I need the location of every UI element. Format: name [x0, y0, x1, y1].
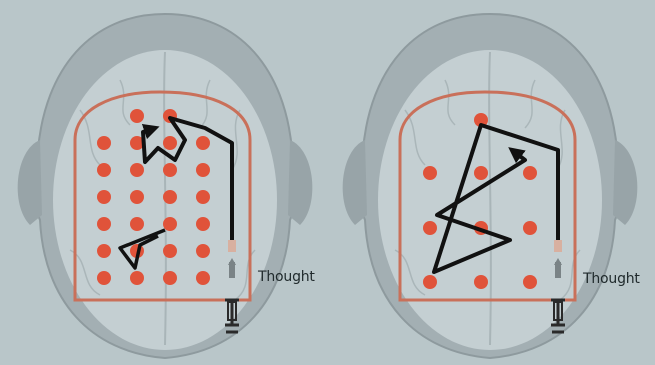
electrode — [474, 275, 488, 289]
electrode — [130, 217, 144, 231]
electrode — [196, 190, 210, 204]
left-panel: Thought — [18, 14, 316, 358]
electrode — [130, 271, 144, 285]
electrode — [423, 166, 437, 180]
electrode — [130, 109, 144, 123]
electrode — [196, 217, 210, 231]
right-panel: Thought — [343, 14, 641, 358]
electrode — [97, 136, 111, 150]
electrode — [523, 221, 537, 235]
electrode — [163, 244, 177, 258]
electrode — [474, 166, 488, 180]
electrode — [163, 217, 177, 231]
electrode — [196, 271, 210, 285]
right-head — [343, 14, 638, 358]
electrode — [196, 136, 210, 150]
left-head — [18, 14, 313, 358]
left-thought-label: Thought — [257, 269, 315, 285]
electrode — [423, 221, 437, 235]
electrode — [523, 275, 537, 289]
electrode — [97, 163, 111, 177]
electrode — [163, 136, 177, 150]
electrode — [97, 244, 111, 258]
electrode — [196, 244, 210, 258]
electrode — [523, 166, 537, 180]
electrode — [163, 271, 177, 285]
right-thought-label: Thought — [582, 271, 640, 287]
electrode — [130, 163, 144, 177]
electrode — [97, 190, 111, 204]
electrode — [163, 190, 177, 204]
electrode — [130, 190, 144, 204]
electrode — [196, 163, 210, 177]
electrode — [423, 275, 437, 289]
right-ear-right — [613, 140, 637, 225]
electrode — [97, 217, 111, 231]
electrode — [97, 271, 111, 285]
electrode — [163, 163, 177, 177]
left-ear-left — [18, 140, 42, 225]
left-ear-right — [288, 140, 312, 225]
right-ear-left — [343, 140, 367, 225]
